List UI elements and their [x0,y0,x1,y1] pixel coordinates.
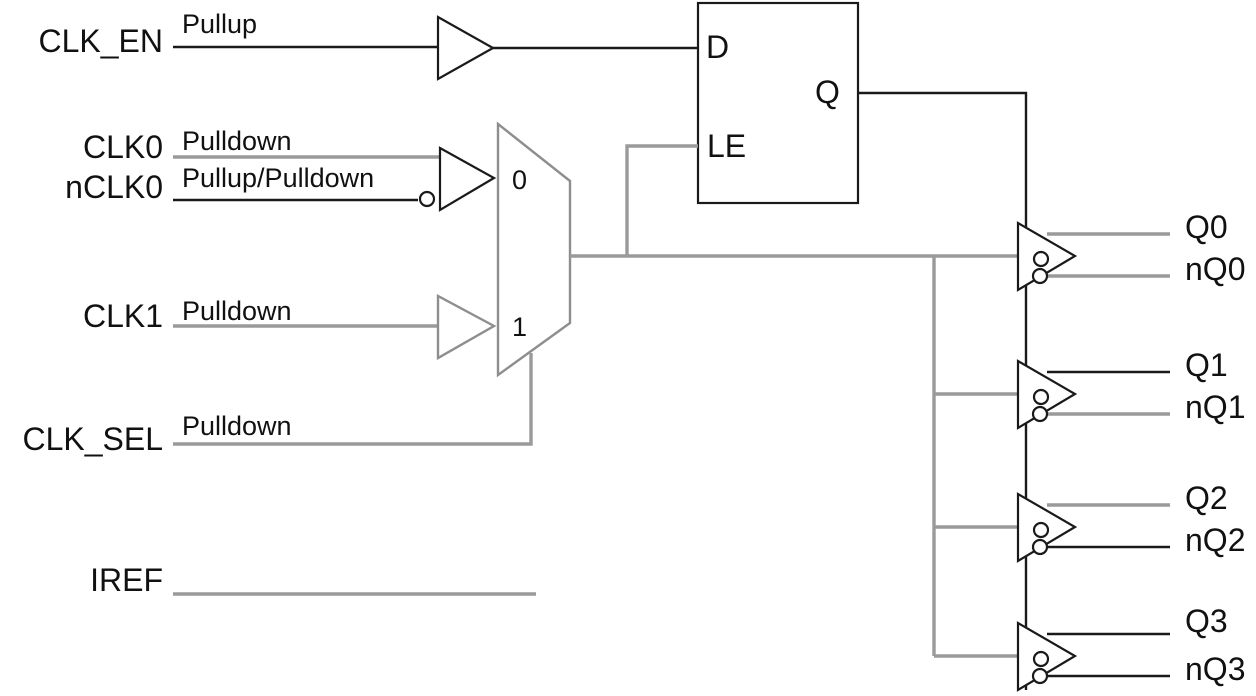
output-buffer-2-enable-bubble [1032,521,1050,539]
clk0-diff-receiver [438,146,497,212]
output-buffer-3: Q3 nQ3 [1016,603,1245,692]
clock-bus [570,144,1018,658]
q3-label: Q3 [1185,603,1228,639]
output-buffer-2: Q2 nQ2 [1016,480,1245,563]
output-enable-wire [858,91,1028,690]
output-buffer-0-enable-bubble [1032,250,1050,268]
clk-en-bias-label: Pullup [182,9,257,39]
clk1-path: CLK1 Pulldown [83,293,497,361]
clk1-receiver [436,293,497,361]
clk-en-buffer [436,15,496,81]
clk-en-pin-label: CLK_EN [39,23,164,59]
latch-q-label: Q [815,74,840,110]
output-buffer-3-enable-bubble [1032,650,1050,668]
clk-sel-path: CLK_SEL Pulldown [22,353,533,457]
mux-body [496,121,572,378]
nq2-invert-bubble [1031,538,1049,556]
nq0-label: nQ0 [1185,251,1245,287]
nq1-invert-bubble [1031,405,1049,423]
mux-input-0-label: 0 [512,165,527,195]
clock-mux: 0 1 [496,121,572,378]
clk0-pin-label: CLK0 [83,129,163,165]
nclk0-bias-label: Pullup/Pulldown [182,163,374,193]
clk1-bias-label: Pulldown [182,296,292,326]
latch-le-wire [625,144,698,256]
q0-label: Q0 [1185,209,1228,245]
nq0-invert-bubble [1031,267,1049,285]
nq2-label: nQ2 [1185,522,1245,558]
iref-path: IREF [90,562,536,598]
clk-sel-pin-label: CLK_SEL [22,421,163,457]
d-latch: D Q LE [696,1,860,205]
clk0-bias-label: Pulldown [182,126,292,156]
nq1-label: nQ1 [1185,389,1245,425]
mux-input-1-label: 1 [512,312,527,342]
latch-d-label: D [706,29,729,65]
latch-box [696,1,860,205]
nq3-invert-bubble [1031,667,1049,685]
clk0-path: CLK0 Pulldown [83,126,440,165]
iref-pin-label: IREF [90,562,163,598]
clk1-pin-label: CLK1 [83,298,163,334]
clk-en-path: CLK_EN Pullup [39,9,698,81]
q2-label: Q2 [1185,480,1228,516]
q1-label: Q1 [1185,347,1228,383]
latch-le-label: LE [707,128,746,164]
nclk0-pin-label: nCLK0 [65,169,163,205]
nclk0-invert-bubble [418,190,436,208]
clk-sel-bias-label: Pulldown [182,411,292,441]
output-buffer-1: Q1 nQ1 [1016,347,1245,430]
output-buffer-0: Q0 nQ0 [1016,209,1245,292]
nq3-label: nQ3 [1185,651,1245,687]
clk-sel-wire [173,353,533,446]
output-buffer-1-enable-bubble [1032,388,1050,406]
nclk0-path: nCLK0 Pullup/Pulldown [65,163,418,205]
